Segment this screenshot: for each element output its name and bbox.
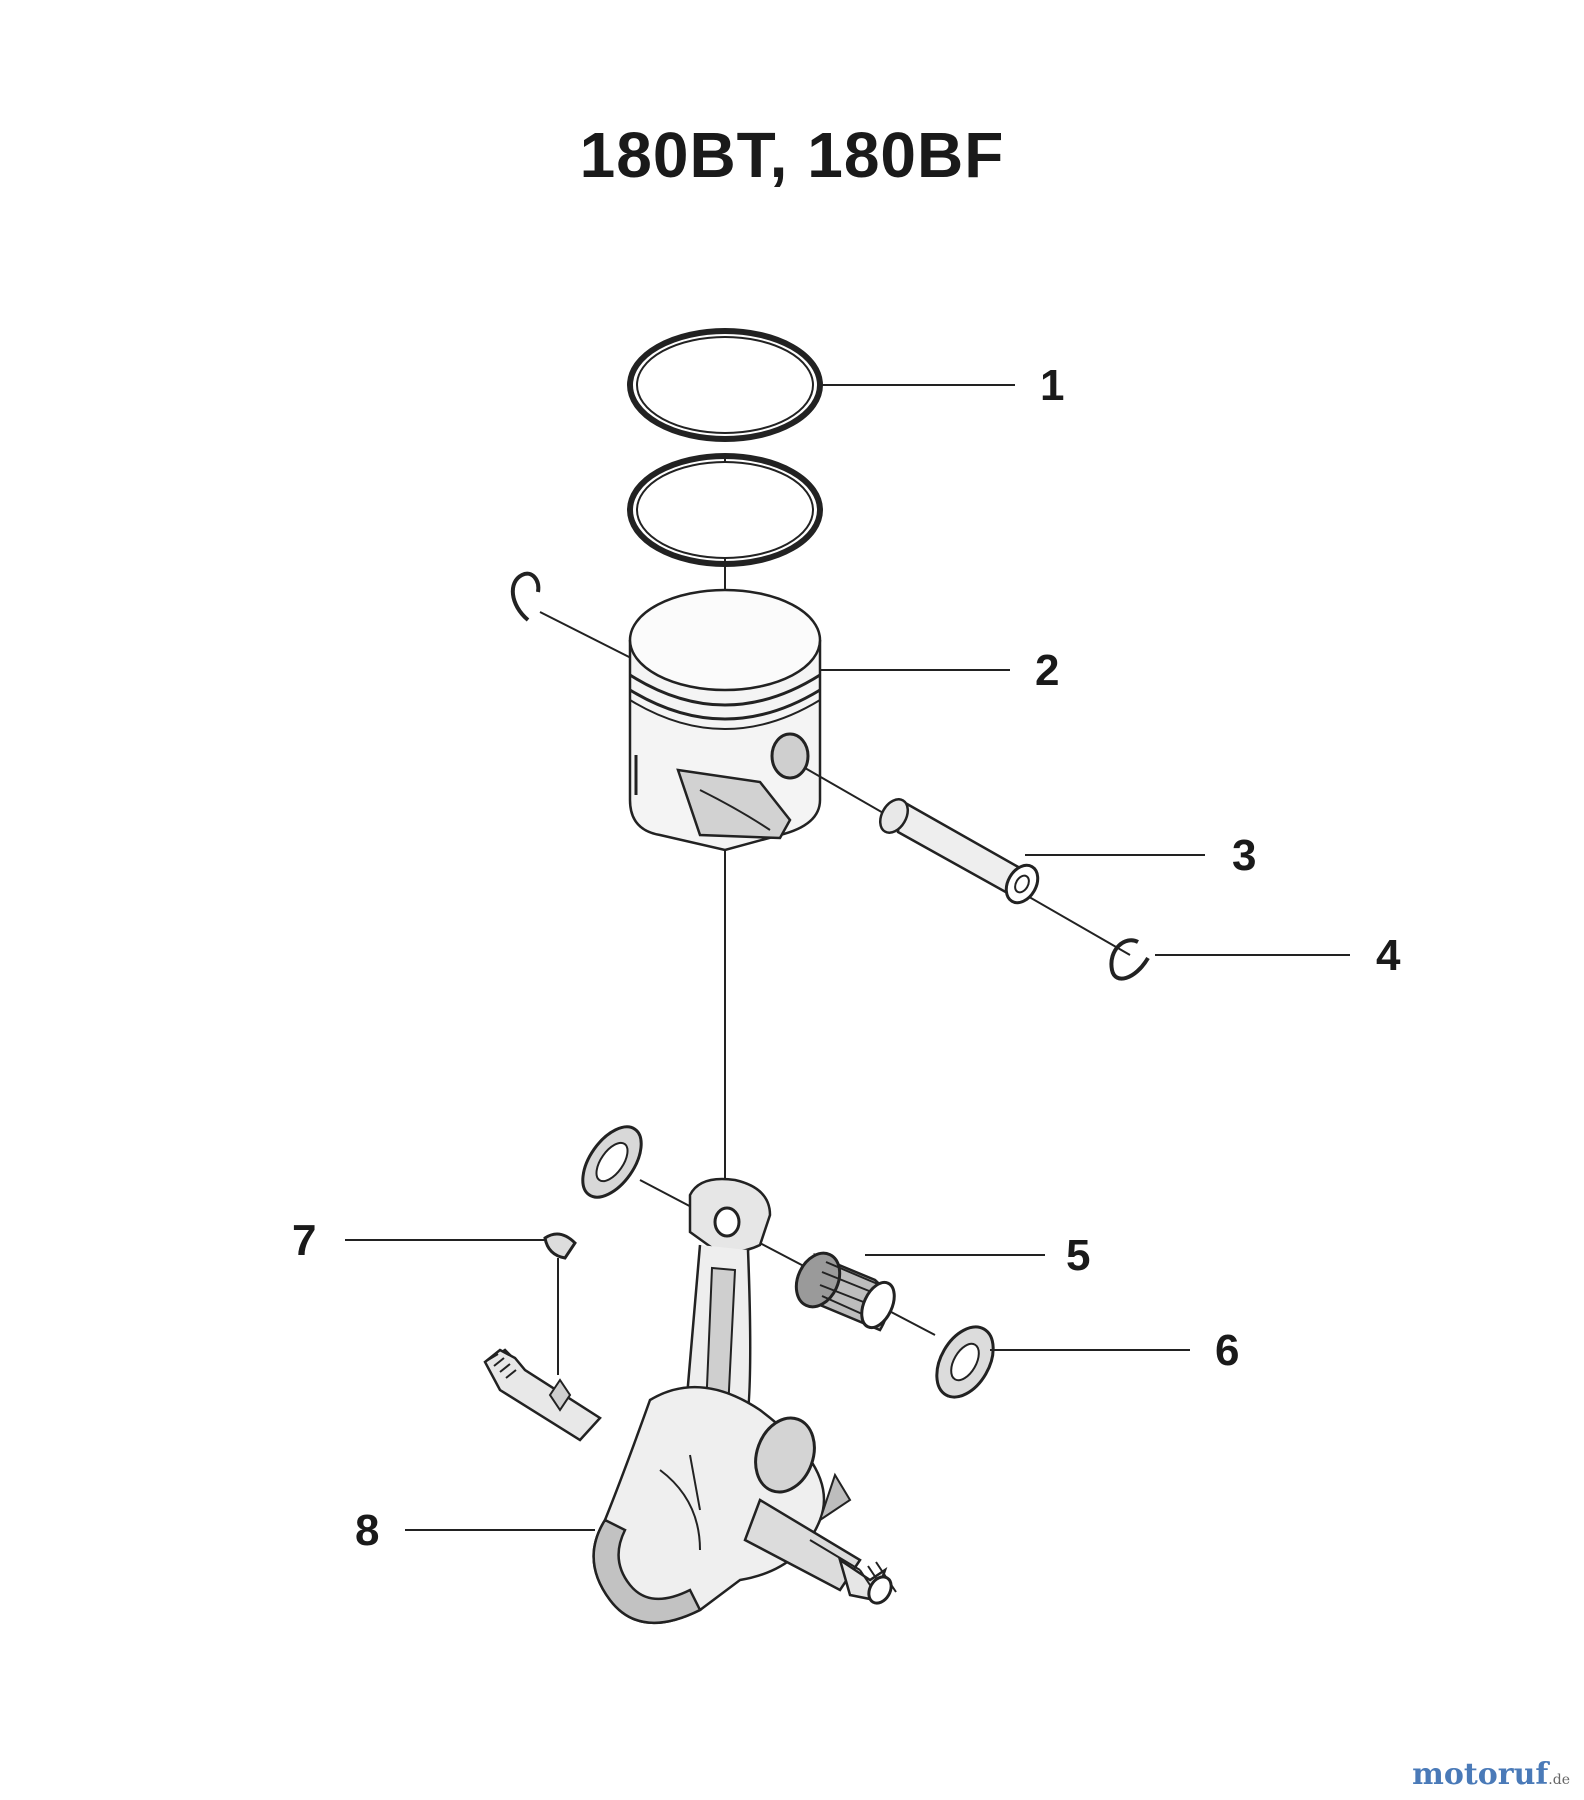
callout-5: 5 (1066, 1231, 1090, 1280)
piston (628, 588, 822, 852)
callout-1: 1 (1040, 361, 1064, 410)
watermark-name: motoruf (1412, 1757, 1549, 1792)
woodruff-key (543, 1232, 577, 1260)
circlip-left (511, 571, 541, 622)
watermark-tld: .de (1548, 1772, 1570, 1788)
diagram-title: 180BT, 180BF (579, 119, 1005, 191)
callout-7: 7 (292, 1216, 316, 1265)
piston-ring-lower (627, 453, 823, 567)
thrust-washer-upper (581, 1125, 643, 1199)
circlip-right (1109, 938, 1150, 981)
callout-2: 2 (1035, 646, 1059, 695)
thrust-washer (935, 1325, 995, 1399)
callout-4: 4 (1376, 931, 1401, 980)
piston-ring-upper (627, 328, 823, 442)
piston-pin (879, 797, 1040, 905)
crankshaft (483, 1348, 897, 1625)
needle-bearing (794, 1251, 896, 1332)
callout-8: 8 (355, 1506, 379, 1555)
pin-axis-left (539, 611, 636, 661)
callout-6: 6 (1215, 1326, 1239, 1375)
callout-3: 3 (1232, 831, 1256, 880)
watermark-logo: motoruf.de (1412, 1757, 1570, 1792)
